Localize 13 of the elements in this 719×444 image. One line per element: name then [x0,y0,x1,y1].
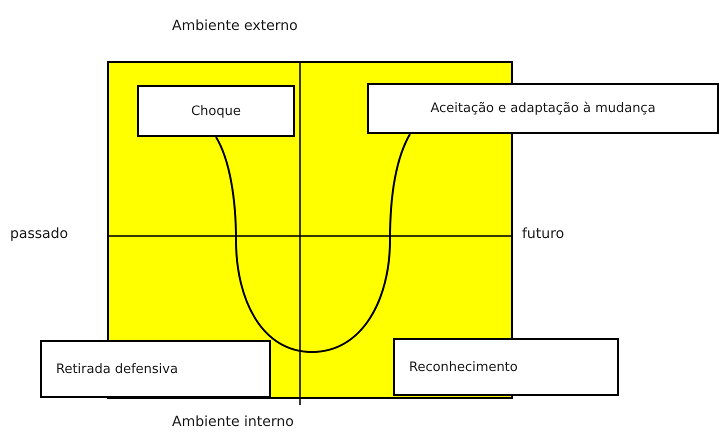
stage-label: Aceitação e adaptação à mudança [430,101,656,116]
stage-label: Retirada defensiva [56,362,178,376]
stage-box [137,85,295,137]
axis-label: passado [10,226,68,242]
axis-label: futuro [522,226,564,242]
axis-label: Ambiente externo [172,18,298,34]
stage-label: Choque [191,104,241,118]
stage-box [393,338,619,396]
axis-label: Ambiente interno [172,414,294,430]
change-curve [215,134,411,353]
stage-label: Reconhecimento [409,360,518,374]
stage-box [40,340,271,398]
stage-box [367,83,719,134]
